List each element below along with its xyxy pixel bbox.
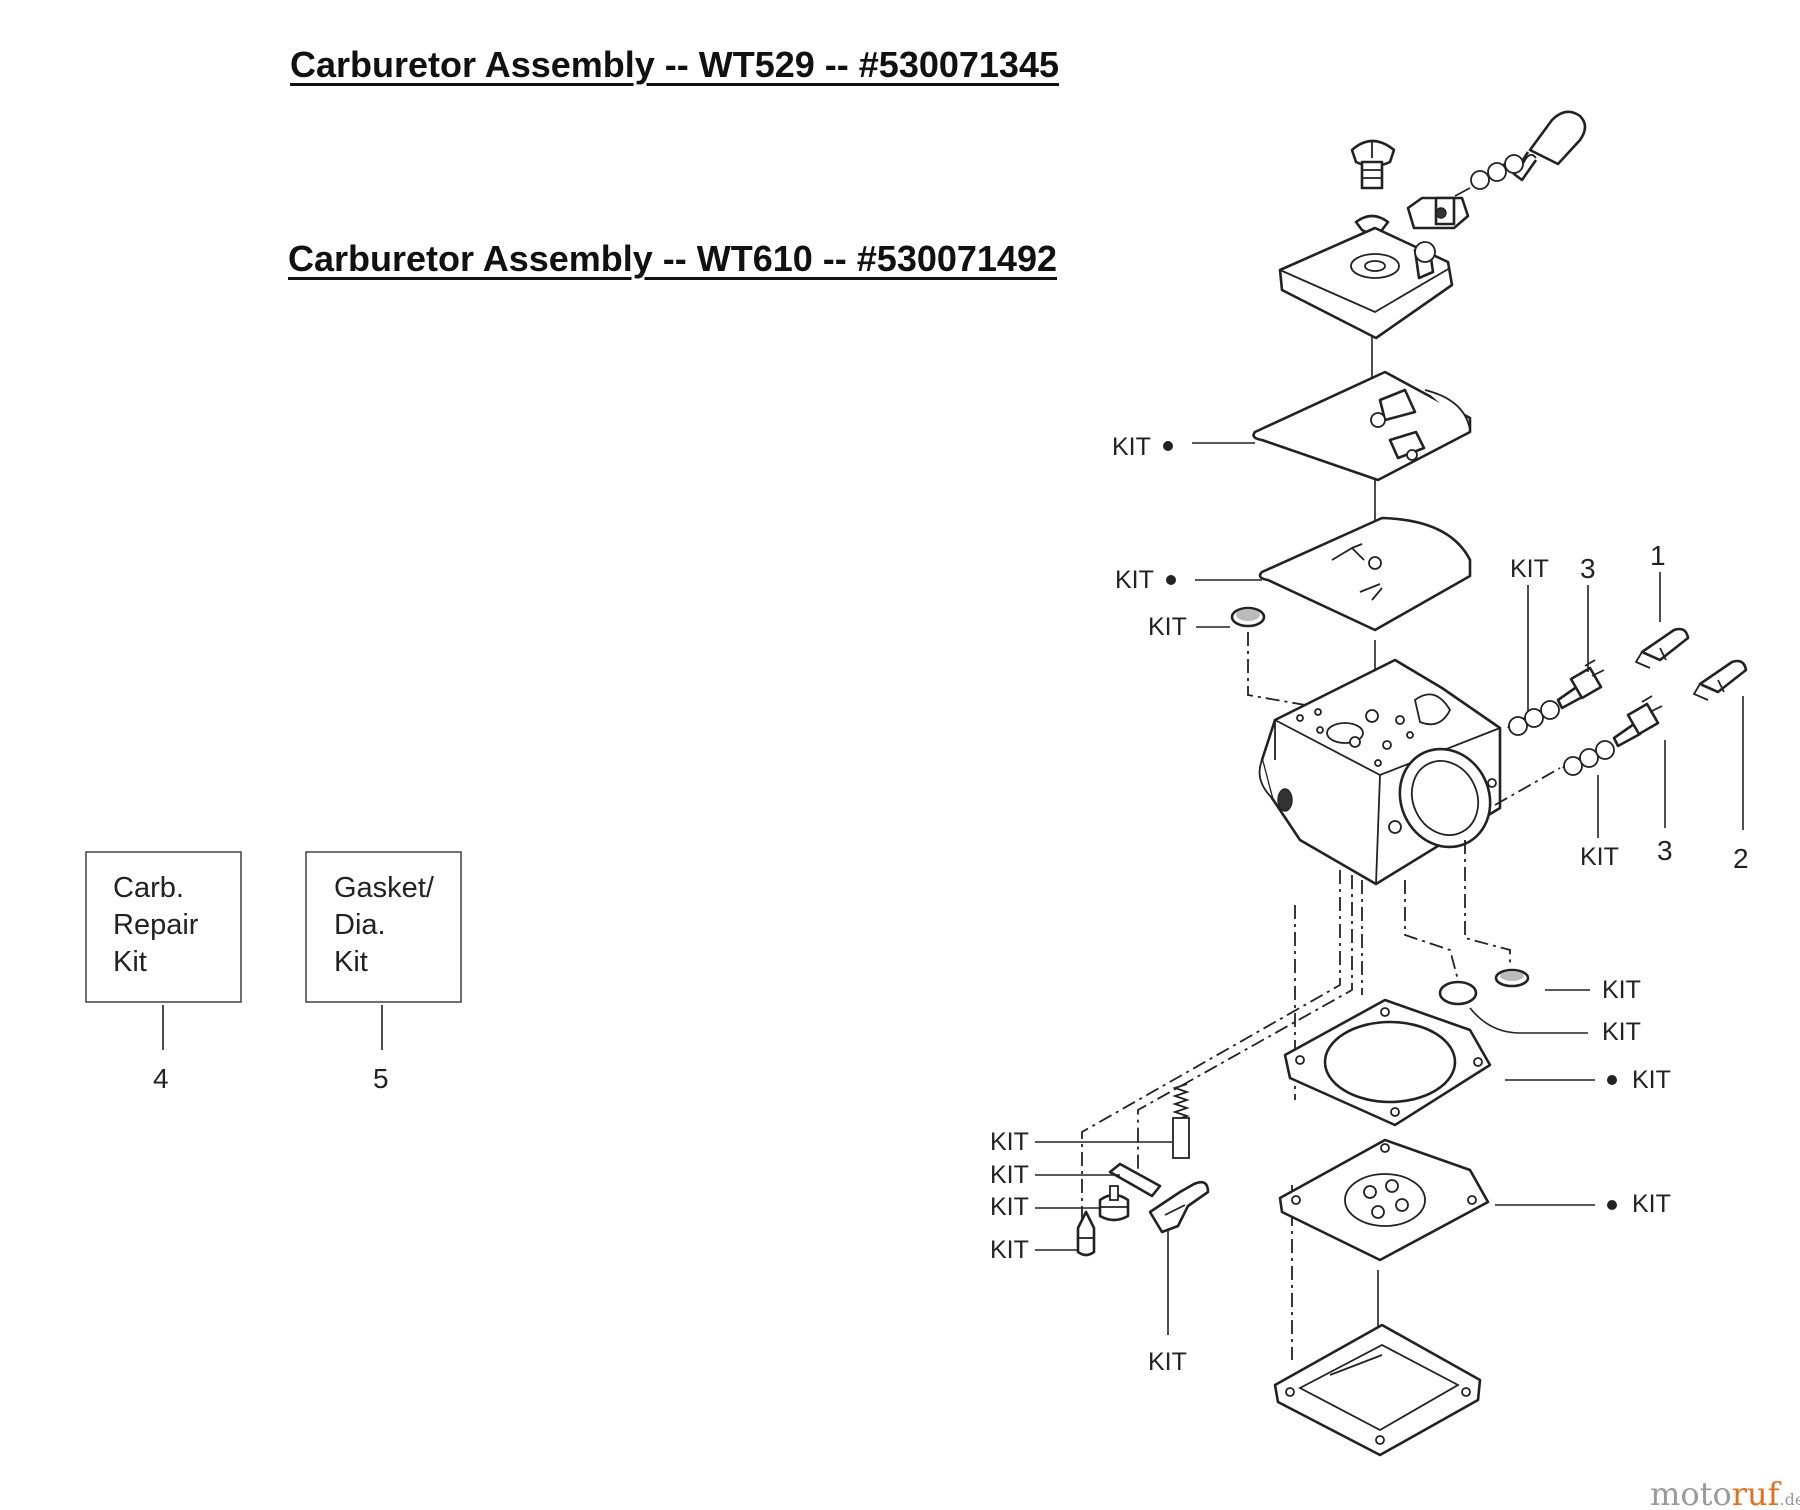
site-watermark: motoruf.de <box>1650 1475 1800 1510</box>
svg-text:KIT: KIT <box>990 1128 1029 1156</box>
mixture-needles <box>1494 659 1663 806</box>
svg-text:3: 3 <box>1657 835 1673 866</box>
carburetor-body <box>1258 658 1502 886</box>
metering-lever <box>1148 1180 1210 1234</box>
callout-num-1: 1 <box>1650 540 1666 622</box>
o-ring <box>1438 980 1478 1006</box>
body-dash-lines <box>1081 840 1511 1360</box>
kit-box-line: Kit <box>113 946 147 978</box>
svg-text:KIT: KIT <box>990 1161 1029 1189</box>
kit-box-line: Repair <box>113 909 199 941</box>
kit-box-gasket-dia: Gasket/ Dia. Kit 5 <box>305 851 462 1094</box>
svg-text:KIT: KIT <box>1602 976 1641 1004</box>
callout-kit-oring: KIT <box>1469 1007 1641 1046</box>
inlet-needle <box>1076 1210 1096 1257</box>
kit-box-line: Carb. <box>113 872 184 904</box>
callout-kit-lever: KIT <box>1148 1230 1187 1376</box>
svg-text:KIT: KIT <box>1148 613 1187 641</box>
top-screw <box>1350 139 1396 190</box>
svg-text:KIT: KIT <box>1580 843 1619 871</box>
callout-kit-spring-upper: KIT <box>1510 555 1549 712</box>
callout-kit-lever-spring: KIT <box>990 1128 1172 1156</box>
bottom-cover <box>1273 1323 1482 1457</box>
callout-num-3-lower: 3 <box>1657 740 1673 866</box>
svg-text:motoruf.de: motoruf.de <box>1650 1475 1800 1510</box>
svg-text:3: 3 <box>1580 553 1596 584</box>
svg-text:KIT: KIT <box>1115 566 1154 594</box>
callout-num-2: 2 <box>1733 696 1749 874</box>
needle-assembly-top <box>1354 110 1587 235</box>
kit-box-number: 5 <box>373 1063 389 1094</box>
kit-box-line: Dia. <box>334 909 386 941</box>
kit-box-line: Gasket/ <box>334 872 435 904</box>
pump-cover <box>1278 226 1454 340</box>
callout-kit-pump-diaphragm: KIT <box>1115 566 1262 594</box>
kit-box-carb-repair: Carb. Repair Kit 4 <box>85 851 242 1094</box>
callout-kit-screw: KIT <box>990 1193 1100 1221</box>
callout-kit-lever-pin: KIT <box>990 1161 1120 1189</box>
callout-kit-needle: KIT <box>990 1236 1078 1264</box>
lever-pin <box>1108 1162 1162 1198</box>
metering-gasket <box>1283 998 1492 1127</box>
title-wt529: Carburetor Assembly -- WT529 -- #5300713… <box>290 44 1059 85</box>
kit-box-line: Kit <box>334 946 368 978</box>
pump-diaphragm <box>1258 516 1472 632</box>
callout-kit-spring-lower: KIT <box>1580 775 1619 871</box>
svg-text:KIT: KIT <box>990 1236 1029 1264</box>
svg-text:1: 1 <box>1650 540 1666 571</box>
callout-kit-gasket: KIT <box>1505 1066 1671 1094</box>
callout-kit-plug: KIT <box>1545 976 1641 1004</box>
pump-gasket <box>1252 370 1472 482</box>
svg-text:KIT: KIT <box>1632 1190 1671 1218</box>
lever-spring <box>1172 1083 1190 1159</box>
metering-diaphragm <box>1278 1138 1490 1262</box>
svg-text:KIT: KIT <box>1510 555 1549 583</box>
callout-kit-screen: KIT <box>1148 613 1230 641</box>
svg-text:2: 2 <box>1733 843 1749 874</box>
welch-plug <box>1494 968 1530 988</box>
callout-num-3-upper: 3 <box>1580 553 1596 672</box>
svg-text:KIT: KIT <box>990 1193 1029 1221</box>
svg-text:KIT: KIT <box>1602 1018 1641 1046</box>
kit-box-number: 4 <box>153 1063 169 1094</box>
lever-screw <box>1098 1185 1130 1222</box>
title-wt610: Carburetor Assembly -- WT610 -- #5300714… <box>288 238 1057 279</box>
callout-kit-pump-gasket: KIT <box>1112 433 1255 461</box>
callout-kit-diaphragm: KIT <box>1495 1190 1671 1218</box>
svg-text:KIT: KIT <box>1112 433 1151 461</box>
limiter-caps <box>1634 627 1748 701</box>
svg-text:KIT: KIT <box>1148 1348 1187 1376</box>
svg-text:KIT: KIT <box>1632 1066 1671 1094</box>
